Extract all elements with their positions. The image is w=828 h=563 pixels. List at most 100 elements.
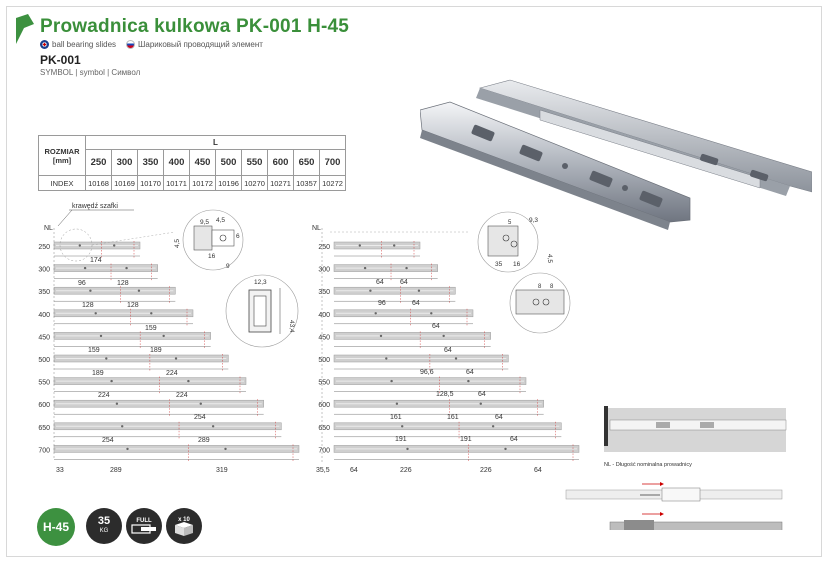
dim-96: 96 [78, 280, 86, 287]
size-table: ROZMIAR [mm] L 250 300 350 400 450 500 5… [38, 135, 346, 191]
detail-dim-16-right: 16 [513, 261, 521, 268]
dim-r-64-b: 64 [400, 279, 408, 286]
dim-224-b: 224 [98, 392, 110, 399]
dim-289-a: 289 [198, 437, 210, 444]
detail-dim-9-5: 9,5 [200, 219, 209, 226]
right-screw-hole [479, 402, 482, 405]
right-screw-hole [374, 312, 377, 315]
left-screw-hole [211, 425, 215, 428]
page-title: Prowadnica kulkowa PK-001 H-45 [40, 16, 350, 37]
left-screw-hole [126, 447, 129, 451]
detail-dim-43-4: 43,4 [288, 320, 295, 333]
right-row-length: 400 [318, 312, 330, 319]
dim-33: 33 [56, 467, 64, 474]
right-screw-hole [393, 244, 396, 247]
table-size-cell: 500 [215, 149, 242, 176]
dim-r-191-a: 191 [395, 436, 407, 443]
left-screw-hole [83, 266, 87, 270]
left-row-length: 550 [38, 380, 50, 387]
left-screw-hole [125, 266, 128, 270]
right-screw-hole [395, 402, 399, 405]
left-row-length: 500 [38, 357, 50, 364]
right-row-length: 550 [318, 380, 330, 387]
table-index-cell: 10171 [163, 175, 190, 191]
dim-r-64-a: 64 [376, 279, 384, 286]
right-screw-hole [379, 334, 383, 338]
dim-r-96: 96 [378, 300, 386, 307]
right-screw-hole [430, 312, 433, 315]
dim-128-b: 128 [82, 302, 94, 309]
right-screw-hole [363, 266, 367, 270]
dim-254-b: 254 [102, 437, 114, 444]
full-extension-icon: FULL [126, 508, 162, 544]
left-screw-hole [94, 312, 97, 315]
english-description: ball bearing slides [52, 40, 117, 49]
nl-label-right: NL [312, 225, 321, 232]
left-detail-section: 12,3 43,4 [225, 274, 299, 348]
table-size-cell: 600 [267, 149, 294, 176]
dim-319: 319 [216, 467, 228, 474]
load-unit: KG [99, 528, 109, 534]
left-screw-hole [115, 402, 119, 405]
right-screw-hole [454, 357, 458, 360]
left-screw-hole [113, 244, 116, 247]
dim-r-226-b: 226 [480, 467, 492, 474]
catalog-page [6, 6, 822, 557]
right-row-length: 250 [318, 244, 330, 251]
right-screw-hole [406, 447, 409, 451]
russian-description: Шариковый проводящий элемент [138, 40, 263, 49]
dim-289-b: 289 [110, 467, 122, 474]
right-screw-hole [405, 266, 408, 270]
left-row-length: 350 [38, 289, 50, 296]
right-screw-hole [390, 379, 393, 383]
detail-dim-8-a: 8 [538, 284, 542, 290]
dim-174: 174 [90, 257, 102, 264]
right-screw-hole [504, 447, 507, 451]
table-index-cell: 10169 [111, 175, 138, 191]
dim-159-a: 159 [145, 325, 157, 332]
left-screw-hole [187, 379, 190, 383]
dim-r-161-b: 161 [447, 414, 459, 421]
brand-flag-icon [16, 14, 34, 44]
left-row-length: 300 [38, 267, 50, 274]
dim-r-64-j: 64 [350, 467, 358, 474]
dim-r-191-b: 191 [460, 436, 472, 443]
right-row-length: 700 [318, 447, 330, 454]
install-arrows-illustration [565, 482, 783, 530]
right-detail-top: 5 9,3 4,5 35 16 [477, 211, 553, 273]
left-row-length: 400 [38, 312, 50, 319]
right-screw-hole [491, 425, 495, 428]
left-screw-hole [89, 289, 92, 292]
detail-dim-4-5-top: 4,5 [216, 217, 225, 224]
dim-r-64-c: 64 [412, 300, 420, 307]
detail-dim-4-5-right: 4,5 [546, 254, 553, 263]
uk-flag-icon [40, 40, 49, 49]
right-screw-hole [467, 379, 470, 383]
language-row: ball bearing slides Шариковый проводящий… [40, 40, 263, 49]
symbol-code: PK-001 [40, 53, 81, 67]
dim-128-c: 128 [127, 302, 139, 309]
right-screw-hole [417, 289, 421, 292]
right-row-length: 450 [318, 334, 330, 341]
dim-224-c: 224 [176, 392, 188, 399]
detail-dim-12-3: 12,3 [254, 279, 267, 286]
install-illustration: NL - Długość nominalna prowadnicy [604, 406, 787, 468]
detail-dim-9: 9 [226, 263, 230, 270]
table-size-cell: 700 [319, 149, 346, 176]
dim-r-64-k: 64 [534, 467, 542, 474]
detail-dim-4-5-side: 4,5 [174, 239, 181, 248]
table-index-cell: 10170 [137, 175, 164, 191]
table-size-cell: 300 [111, 149, 138, 176]
cabinet-edge-label: krawędź szafki [72, 203, 118, 210]
left-dimension-labels: 174 96 128 128 128 159 159 189 189 224 2… [56, 257, 228, 474]
table-index-cell: 10272 [319, 175, 346, 191]
left-screw-hole [110, 379, 113, 383]
left-screw-hole [150, 312, 153, 315]
package-quantity-icon: x 10 [166, 508, 202, 544]
dim-r-226-a: 226 [400, 467, 412, 474]
table-group-label: L [85, 135, 346, 150]
install-note: NL - Długość nominalna prowadnicy [604, 462, 692, 468]
dim-159-b: 159 [88, 347, 100, 354]
table-index-cell: 10196 [215, 175, 242, 191]
